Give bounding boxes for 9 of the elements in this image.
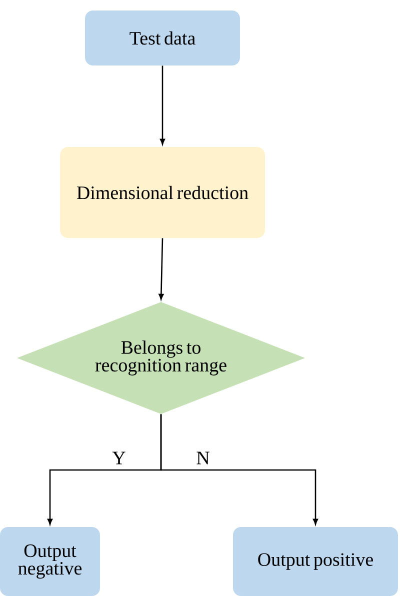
arrow	[160, 414, 318, 525]
arrow	[160, 66, 166, 145]
process-box: Dimensional reduction	[60, 147, 265, 238]
arrow	[158, 238, 164, 300]
edge-label: N	[195, 450, 211, 466]
edge-label: Y	[111, 450, 127, 466]
process-box: Test data	[85, 10, 240, 66]
process-box: Output negative	[0, 527, 100, 596]
process-box: Output positive	[233, 527, 398, 596]
